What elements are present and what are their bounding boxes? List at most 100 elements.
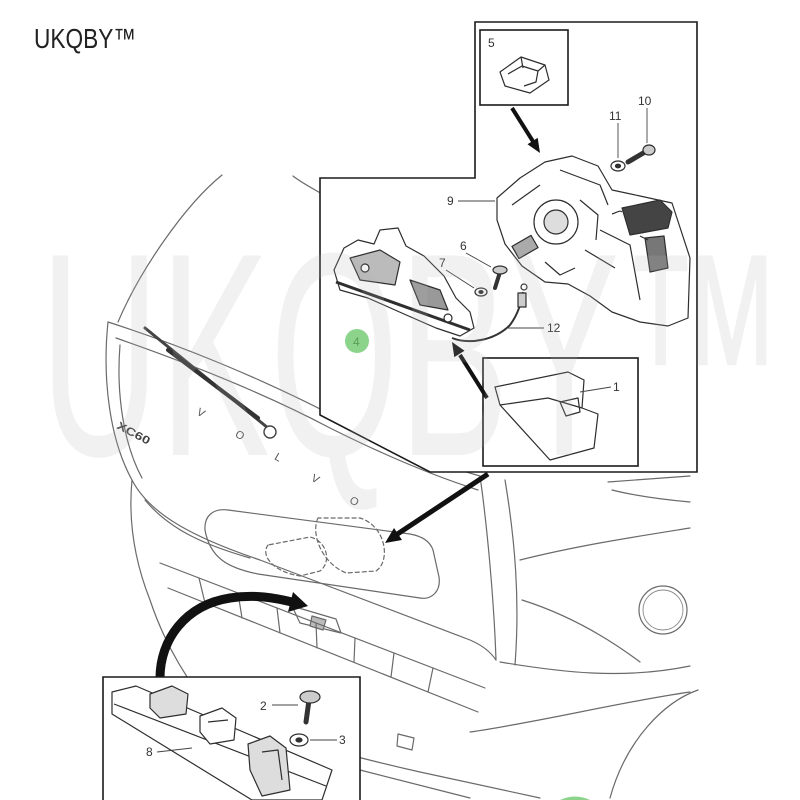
latch-catch: [409, 279, 449, 311]
step-plate-top: [159, 562, 486, 689]
arrow-inset-to-tailgate: [385, 471, 490, 543]
wiper-pivot: [263, 425, 277, 439]
tailgate-top-edge-inner: [115, 337, 479, 491]
bumper-reflector: [396, 733, 415, 751]
brand-title: UKQBY™: [34, 23, 136, 54]
module-connector-lower: [644, 235, 669, 273]
curved-arrow-shaft: [155, 591, 294, 679]
callout-10: 10: [638, 94, 652, 108]
latch-mechanism: [349, 249, 401, 286]
licence-plate-recess: [204, 509, 440, 599]
arrow-head: [385, 528, 402, 543]
washer-hole: [478, 290, 484, 295]
body-crease-lower: [521, 599, 641, 663]
washer-hole: [295, 737, 303, 743]
curved-arrow-head: [288, 592, 308, 612]
taillight-contour: [611, 489, 691, 503]
screw-part-2: [299, 690, 321, 725]
watermark: UKQBY™: [40, 193, 785, 517]
screw-part-6: [492, 265, 508, 290]
washer-hole: [614, 163, 622, 169]
bolt-part-10: [625, 144, 656, 165]
callout-8: 8: [146, 745, 153, 759]
callout-6: 6: [460, 239, 467, 253]
latch-rivet-right: [443, 313, 453, 323]
arrow-shaft: [458, 353, 489, 400]
screw-shank: [493, 270, 502, 290]
handle-inset-frame: [102, 676, 361, 800]
washer-part-3: [289, 733, 309, 747]
taillight-top: [607, 475, 691, 483]
latch-rivet-left: [360, 263, 370, 273]
callout-1: 1: [613, 380, 620, 394]
spring-clip-detail: [507, 56, 546, 87]
module-wires: [611, 210, 649, 241]
arrow-shaft: [394, 471, 490, 538]
roof-right-line: [292, 175, 323, 195]
green-marker-partial: [560, 796, 590, 800]
screw-shank: [303, 697, 312, 725]
bumper-left-side: [130, 479, 197, 691]
arrow-clip-to-module: [510, 106, 540, 153]
bolt-shank: [625, 149, 648, 165]
body-lower-line: [499, 661, 691, 675]
cable-end: [520, 283, 528, 291]
callout-4: 4: [353, 335, 360, 349]
body-crease-upper: [519, 527, 691, 561]
wiper-blade: [166, 348, 260, 420]
arrow-shaft: [510, 106, 536, 145]
c-pillar-line: [117, 174, 223, 323]
module-gear-inner: [543, 209, 569, 235]
module-gear-outer: [533, 199, 579, 245]
screw-head: [492, 265, 508, 275]
cover-plate-body: [494, 371, 599, 461]
module-pin: [511, 234, 539, 260]
curved-arrow-handle-to-detail: [155, 591, 308, 679]
module-connector-upper: [621, 199, 673, 236]
lock-motor-module-part-9: [496, 155, 691, 327]
switch-detail: [207, 719, 283, 781]
arrow-head: [452, 342, 465, 358]
leader-7: [445, 269, 475, 289]
fuel-door: [638, 585, 688, 635]
callout-3: 3: [339, 733, 346, 747]
tailgate-right-edge: [479, 475, 497, 661]
green-marker: [345, 329, 369, 353]
leader-8: [156, 747, 193, 753]
module-housing: [496, 155, 691, 327]
latch-part-4: [333, 227, 475, 337]
switch-housing-left: [149, 685, 189, 719]
tailgate-inner-contour: [144, 499, 251, 559]
callout-9: 9: [447, 194, 454, 208]
wheel-arch: [609, 689, 699, 799]
handle-switch-inset: 2 3 8: [102, 676, 361, 800]
release-cable-part-12: [451, 283, 528, 343]
lock-assembly-inset: 5 11 10 9 6 7 4 12 1: [319, 21, 698, 473]
rocker-line: [469, 691, 691, 733]
leader-1: [579, 386, 612, 393]
arrow-cover-to-latch: [452, 342, 489, 400]
fuel-door-inner: [642, 589, 684, 631]
switch-housing-middle: [199, 707, 237, 745]
hidden-lock-outline-left: [265, 536, 328, 577]
hidden-lock-outline-right: [315, 517, 385, 574]
tailgate-left-edge: [105, 321, 133, 481]
callout-12: 12: [547, 321, 561, 335]
handle-bar-edge: [113, 703, 327, 787]
bolt-head: [642, 144, 656, 156]
step-plate-ribs: [198, 577, 434, 693]
quarter-panel-edge: [504, 479, 518, 666]
spring-clip-part-5: [499, 56, 550, 94]
washer-part-7: [474, 287, 488, 297]
callout-11: 11: [609, 109, 622, 123]
tailgate-handle-switch: [309, 615, 327, 631]
step-plate-bottom: [167, 587, 479, 713]
handle-switch-part-8: [111, 685, 333, 800]
callout-7: 7: [439, 256, 446, 270]
bumper-lower-line: [359, 769, 471, 799]
module-housing-detail: [511, 169, 641, 301]
tailgate-left-inner: [118, 344, 143, 479]
screw-head: [299, 690, 321, 704]
